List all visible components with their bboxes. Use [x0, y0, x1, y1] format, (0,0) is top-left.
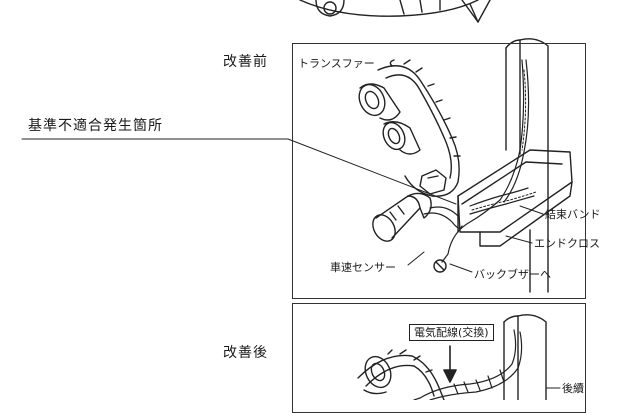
label-to-buzzer: バックブザーへ	[474, 268, 551, 281]
schematic-drawing	[21, 0, 573, 400]
buzzer-connector	[433, 259, 447, 273]
top-partial-figure	[299, 0, 491, 23]
after-harness	[413, 329, 523, 400]
wiring-replacement-box: 電気配線(交換)	[409, 324, 494, 341]
before-panel	[292, 43, 586, 299]
before-heading: 改善前	[223, 54, 268, 70]
after-transfer-case	[357, 349, 445, 400]
after-heading: 改善後	[223, 345, 268, 361]
nonconformity-callout: 基準不適合発生箇所	[28, 118, 163, 134]
before-end-cross	[457, 38, 573, 293]
before-harness	[423, 59, 535, 263]
label-speed-sensor: 車速センサー	[330, 261, 396, 274]
wiring-arrow	[443, 345, 457, 383]
after-rail	[503, 314, 547, 400]
label-after-partial: 後續	[562, 382, 584, 395]
before-transfer-case	[358, 59, 461, 242]
label-end-cross: エンドクロス	[534, 237, 600, 250]
after-panel	[292, 303, 586, 413]
label-band: 結束バンド	[545, 208, 601, 221]
label-transfer: トランスファー	[298, 57, 375, 70]
